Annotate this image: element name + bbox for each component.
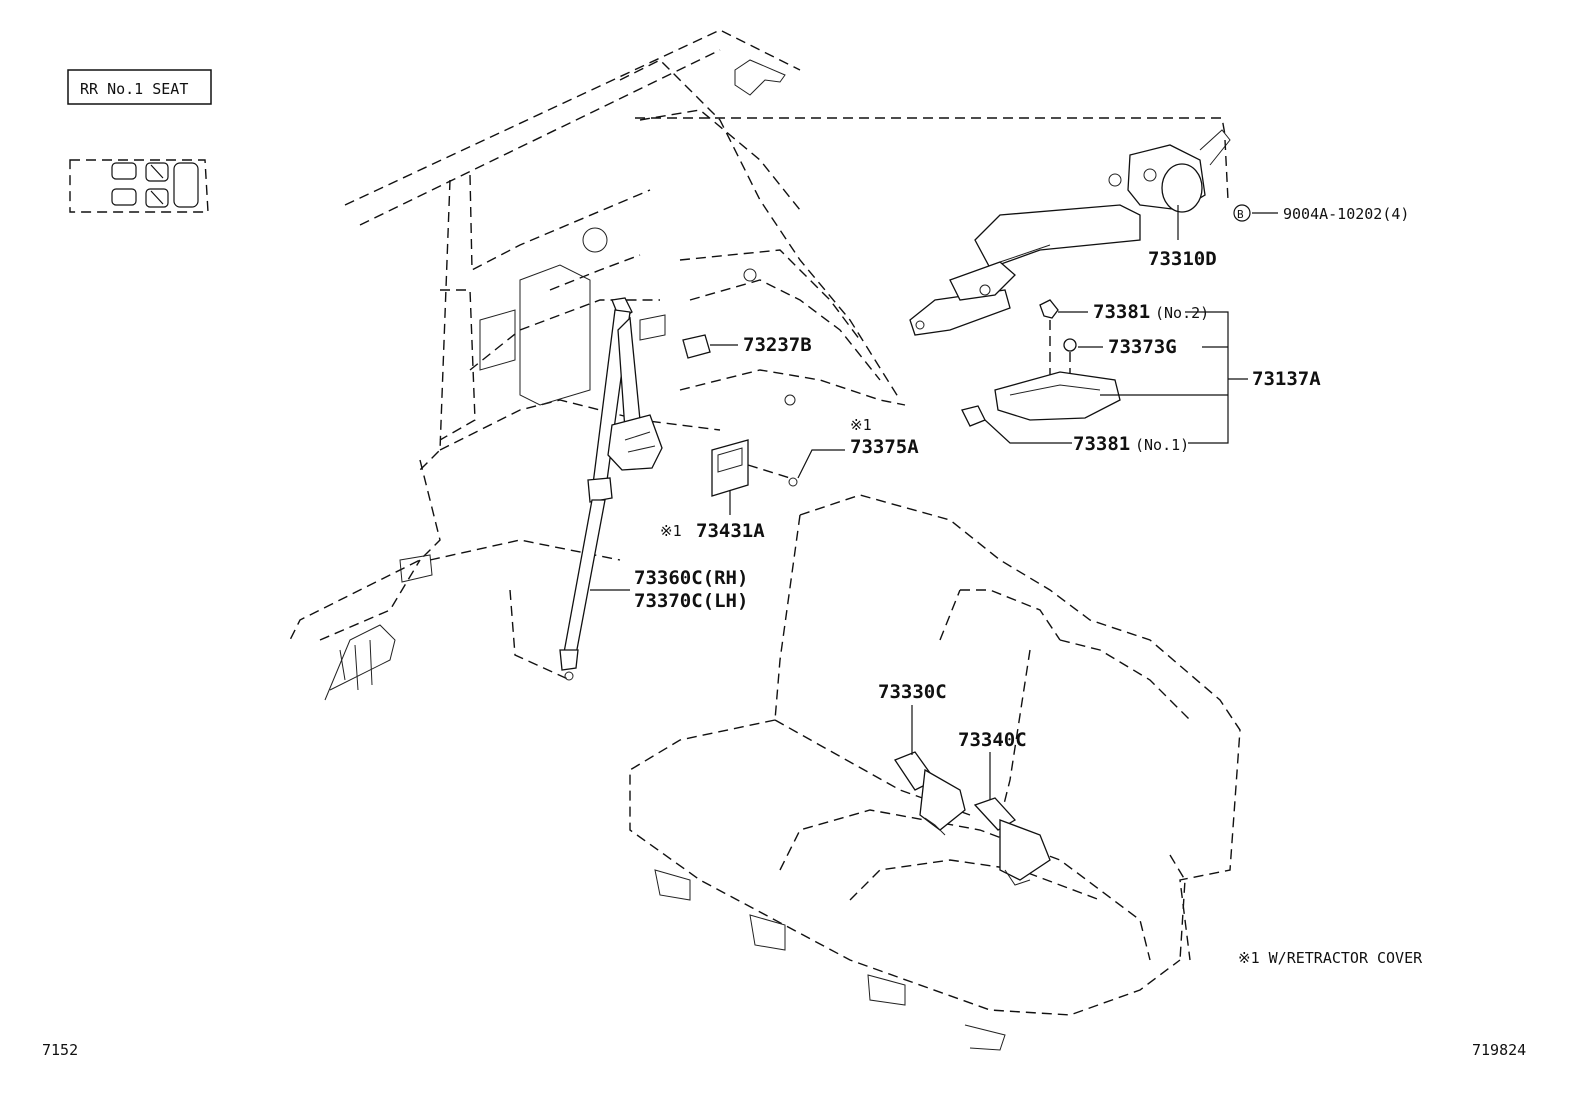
bolt-reference-letter: B (1237, 208, 1244, 221)
buckle-cover-parts-illustration (961, 299, 1121, 427)
seat-position-box: RR No.1 SEAT (67, 69, 212, 105)
callout-73370c-lh: 73370C(LH) (634, 590, 748, 612)
callout-73381-no2: 73381 (1093, 301, 1150, 323)
retractor-cover-note: ※1 W/RETRACTOR COVER (1238, 949, 1423, 967)
outer-seat-belt-assembly (559, 297, 663, 681)
footer-left-code: 7152 (42, 1041, 78, 1059)
bolt-reference-marker: B (1233, 204, 1251, 222)
callout-73360c-rh: 73360C(RH) (634, 567, 748, 589)
callout-73431a: 73431A (696, 520, 765, 542)
bench-seat-illustration (629, 494, 1241, 1051)
callout-73330c: 73330C (878, 681, 947, 703)
callout-73381-no1-suffix: (No.1) (1135, 436, 1189, 454)
quarter-panel-illustration (289, 29, 906, 701)
callout-73381-no2-suffix: (No.2) (1155, 304, 1209, 322)
callout-73375a-note-mark: ※1 (850, 416, 872, 434)
seat-position-label: RR No.1 SEAT (80, 80, 188, 98)
callout-73431a-note-mark: ※1 (660, 522, 682, 540)
callout-73375a: 73375A (850, 436, 919, 458)
callout-73340c: 73340C (958, 729, 1027, 751)
retractor-cover-illustration (711, 439, 798, 497)
callout-9004a-10202: 9004A-10202(4) (1283, 205, 1409, 223)
callout-73310d: 73310D (1148, 248, 1217, 270)
callout-73237b: 73237B (743, 334, 812, 356)
part-73237b-illustration (682, 334, 711, 359)
footer-right-code: 719824 (1472, 1041, 1526, 1059)
seat-layout-icon (69, 159, 209, 213)
retractor-assembly-illustration (635, 117, 1231, 336)
callout-73381-no1: 73381 (1073, 433, 1130, 455)
callout-73137a: 73137A (1252, 368, 1321, 390)
leader-lines (590, 139, 1278, 800)
callout-73373g: 73373G (1108, 336, 1177, 358)
